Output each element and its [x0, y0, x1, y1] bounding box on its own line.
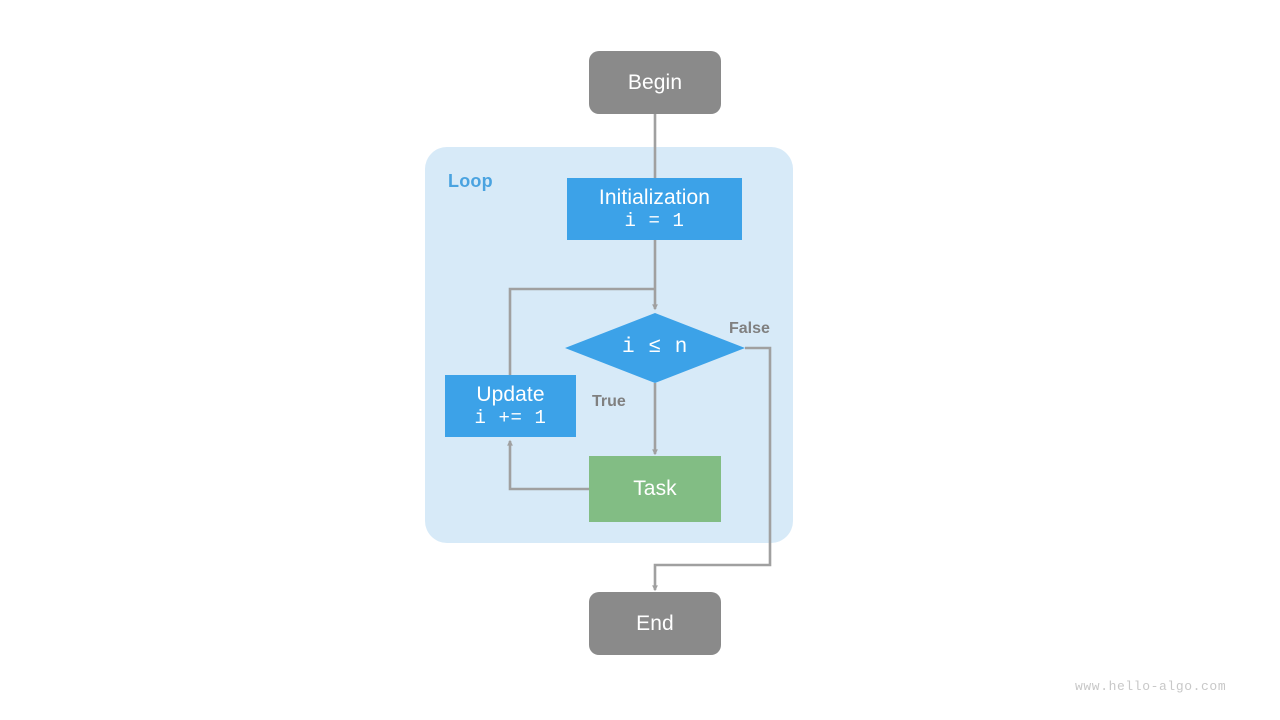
edge-condition-to-end-false [652, 346, 772, 592]
edge-label-false: False [729, 320, 770, 337]
node-initialization[interactable] [567, 178, 742, 240]
node-begin[interactable] [589, 51, 721, 114]
loop-group-label: Loop [448, 171, 493, 191]
node-end[interactable] [589, 592, 721, 655]
edge-task-to-update [507, 439, 589, 491]
edge-update-to-condition [508, 287, 655, 375]
node-update[interactable] [445, 375, 576, 437]
node-task[interactable] [589, 456, 721, 522]
node-condition[interactable] [565, 313, 745, 383]
watermark: www.hello-algo.com [1075, 679, 1227, 694]
edge-label-true: True [592, 393, 626, 410]
